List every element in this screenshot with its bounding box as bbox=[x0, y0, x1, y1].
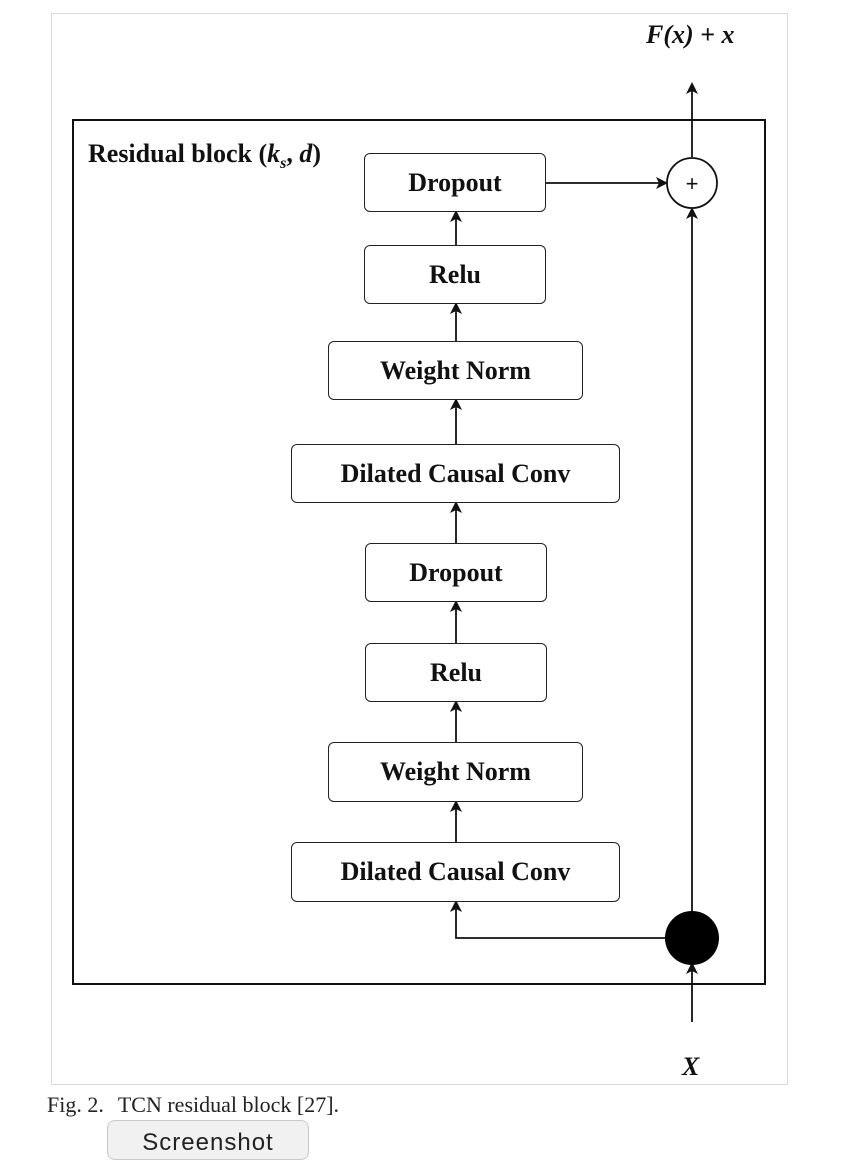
figure-frame bbox=[51, 13, 788, 1085]
caption-text: TCN residual block [27]. bbox=[117, 1092, 340, 1117]
weight-norm-box-top: Weight Norm bbox=[328, 341, 583, 400]
output-label: F(x) + x bbox=[646, 20, 735, 49]
sum-node bbox=[666, 157, 718, 209]
relu-box-bottom: Relu bbox=[365, 643, 547, 702]
screenshot-button[interactable]: Screenshot bbox=[107, 1120, 309, 1160]
dilated-causal-conv-box-bottom: Dilated Causal Conv bbox=[291, 842, 620, 902]
weight-norm-box-bottom: Weight Norm bbox=[328, 742, 583, 802]
junction-dot bbox=[665, 911, 719, 965]
dilated-causal-conv-box-top: Dilated Causal Conv bbox=[291, 444, 620, 503]
sum-symbol: + bbox=[686, 171, 699, 196]
block-label-sub: s bbox=[280, 155, 287, 173]
block-label-text: Residual block ( bbox=[88, 139, 268, 168]
block-label-d: d bbox=[299, 139, 313, 168]
residual-block-border bbox=[72, 119, 766, 985]
block-label-sep: , bbox=[286, 139, 300, 168]
relu-box-top: Relu bbox=[364, 245, 546, 304]
caption-fig-number: Fig. 2. bbox=[47, 1092, 104, 1117]
residual-block-label: Residual block (ks, d) bbox=[88, 139, 321, 173]
figure-caption: Fig. 2. TCN residual block [27]. bbox=[47, 1092, 339, 1118]
block-label-k: k bbox=[267, 139, 281, 168]
input-label: X bbox=[682, 1052, 700, 1081]
dropout-box-bottom: Dropout bbox=[365, 543, 547, 602]
block-label-close: ) bbox=[312, 139, 322, 168]
dropout-box-top: Dropout bbox=[364, 153, 546, 212]
arrow-junction-to-conv bbox=[450, 900, 692, 939]
